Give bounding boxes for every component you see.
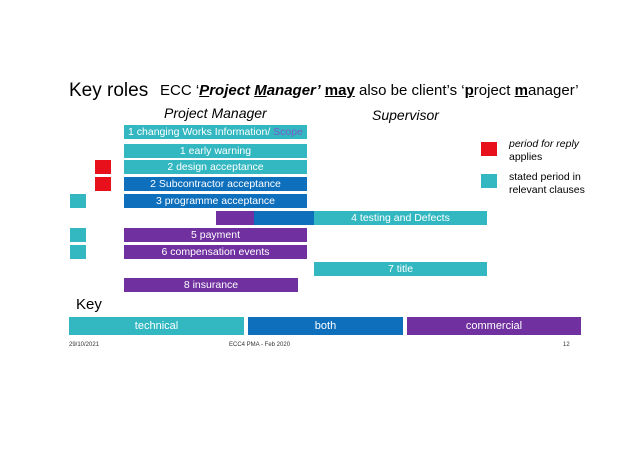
role-bar-insurance: 8 insurance: [124, 278, 298, 292]
page-title: Key roles: [69, 80, 149, 101]
legend-reply-period-line1: period for reply: [509, 138, 580, 150]
role-bar-testing-commercial: [216, 211, 254, 225]
role-bar-testing-both: [254, 211, 314, 225]
role-bar-changing-works-information: 1 changing Works Information/ Scope: [124, 125, 307, 139]
page-subtitle: ECC ‘Project Manager’ may also be client…: [160, 82, 579, 99]
stated-period-marker: [70, 245, 86, 259]
footer-page-number: 12: [563, 342, 570, 348]
legend-swatch-stated-period: [481, 174, 497, 188]
role-bar-title: 7 title: [314, 262, 487, 276]
role-bar-compensation-events: 6 compensation events: [124, 245, 307, 259]
footer-center-text: ECC4 PMA - Feb 2020: [229, 342, 291, 348]
reply-period-marker: [95, 177, 111, 191]
stated-period-marker: [70, 194, 86, 208]
role-bar-subcontractor-acceptance: 2 Subcontractor acceptance: [124, 177, 307, 191]
legend-stated-period-line2: relevant clauses: [509, 184, 585, 196]
key-label: Key: [76, 296, 102, 313]
legend-swatch-reply-period: [481, 142, 497, 156]
role-bar-programme-acceptance: 3 programme acceptance: [124, 194, 307, 208]
role-bar-design-acceptance: 2 design acceptance: [124, 160, 307, 174]
reply-period-marker: [95, 160, 111, 174]
key-technical: technical: [69, 317, 244, 335]
key-both: both: [248, 317, 403, 335]
footer-date: 29/10/2021: [69, 342, 100, 348]
legend-stated-period-line1: stated period in: [509, 171, 581, 183]
legend-reply-period-line2: applies: [509, 151, 543, 163]
stated-period-marker: [70, 228, 86, 242]
key-commercial: commercial: [407, 317, 581, 335]
role-bar-early-warning: 1 early warning: [124, 144, 307, 158]
column-heading-supervisor: Supervisor: [372, 107, 439, 123]
role-bar-testing-and-defects: 4 testing and Defects: [314, 211, 487, 225]
column-heading-project-manager: Project Manager: [164, 105, 267, 121]
role-bar-payment: 5 payment: [124, 228, 307, 242]
